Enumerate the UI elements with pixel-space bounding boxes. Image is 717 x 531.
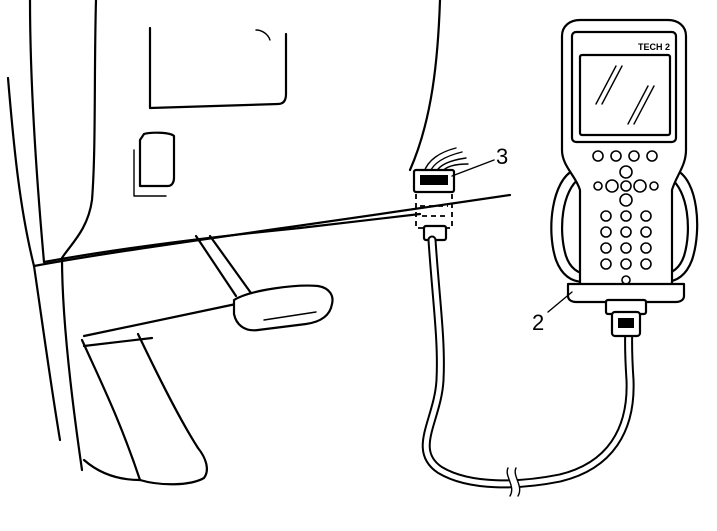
numeric-keypad — [600, 210, 652, 285]
device-label: TECH 2 — [638, 42, 670, 52]
tech2-scan-tool: TECH 2 — [550, 18, 699, 338]
pedal — [232, 284, 334, 332]
footwell-area — [80, 234, 334, 486]
callout-3-label: 3 — [496, 144, 508, 169]
diagnostic-cable — [421, 235, 635, 499]
callout-2-label: 2 — [532, 310, 544, 335]
function-keys — [592, 150, 658, 162]
dlc-connector — [412, 147, 469, 242]
arrow-keypad — [593, 165, 659, 207]
callout-3: 3 — [451, 144, 508, 177]
callout-2: 2 — [532, 291, 573, 335]
vehicle-dashboard — [6, 0, 512, 472]
